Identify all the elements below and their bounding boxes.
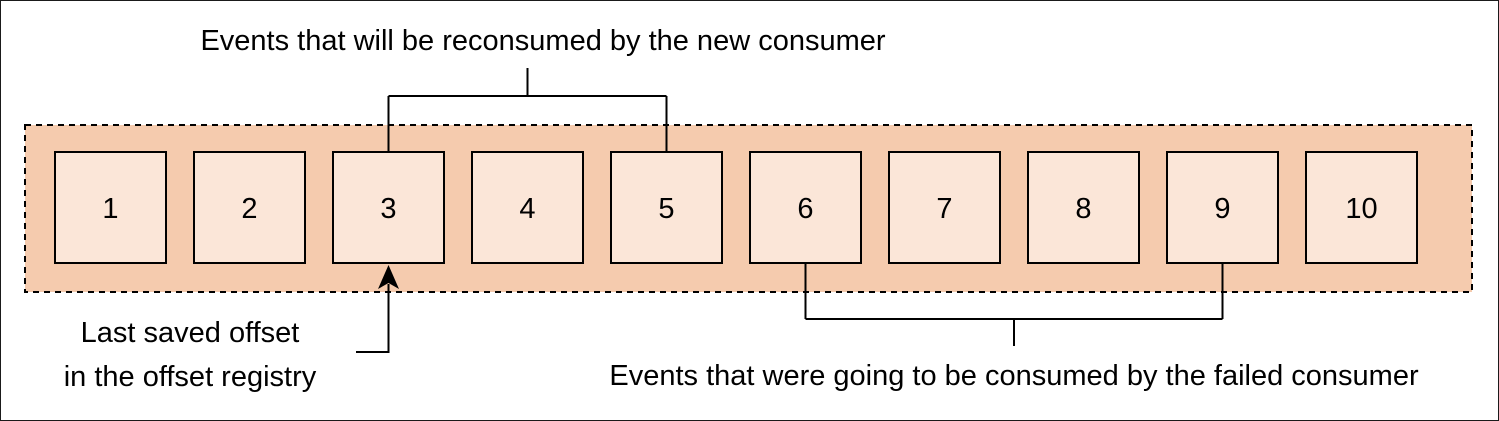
failed-consumer-bracket (804, 263, 1224, 346)
event-number: 5 (658, 193, 674, 225)
offset-arrow (356, 265, 399, 353)
offset-caption-line-1: Last saved offset (81, 317, 300, 349)
event-number: 8 (1075, 193, 1091, 225)
event-number: 10 (1345, 193, 1377, 225)
event-number: 3 (380, 193, 396, 225)
reconsumed-caption: Events that will be reconsumed by the ne… (200, 25, 885, 57)
event-number: 6 (797, 193, 813, 225)
event-box-6: 6 (749, 151, 862, 264)
event-box-10: 10 (1305, 151, 1418, 264)
reconsumed-bracket (387, 68, 668, 152)
event-number: 2 (241, 193, 257, 225)
event-box-8: 8 (1027, 151, 1140, 264)
offset-caption-line-2: in the offset registry (64, 361, 317, 393)
event-box-5: 5 (610, 151, 723, 264)
event-box-2: 2 (193, 151, 306, 264)
event-number: 4 (519, 193, 535, 225)
event-box-3: 3 (332, 151, 445, 264)
failed-consumer-caption: Events that were going to be consumed by… (609, 360, 1419, 392)
event-box-9: 9 (1166, 151, 1279, 264)
event-box-1: 1 (54, 151, 167, 264)
event-box-4: 4 (471, 151, 584, 264)
event-number: 9 (1214, 193, 1230, 225)
event-box-7: 7 (888, 151, 1001, 264)
event-number: 7 (936, 193, 952, 225)
event-number: 1 (102, 193, 118, 225)
arrowhead-icon (378, 265, 399, 289)
